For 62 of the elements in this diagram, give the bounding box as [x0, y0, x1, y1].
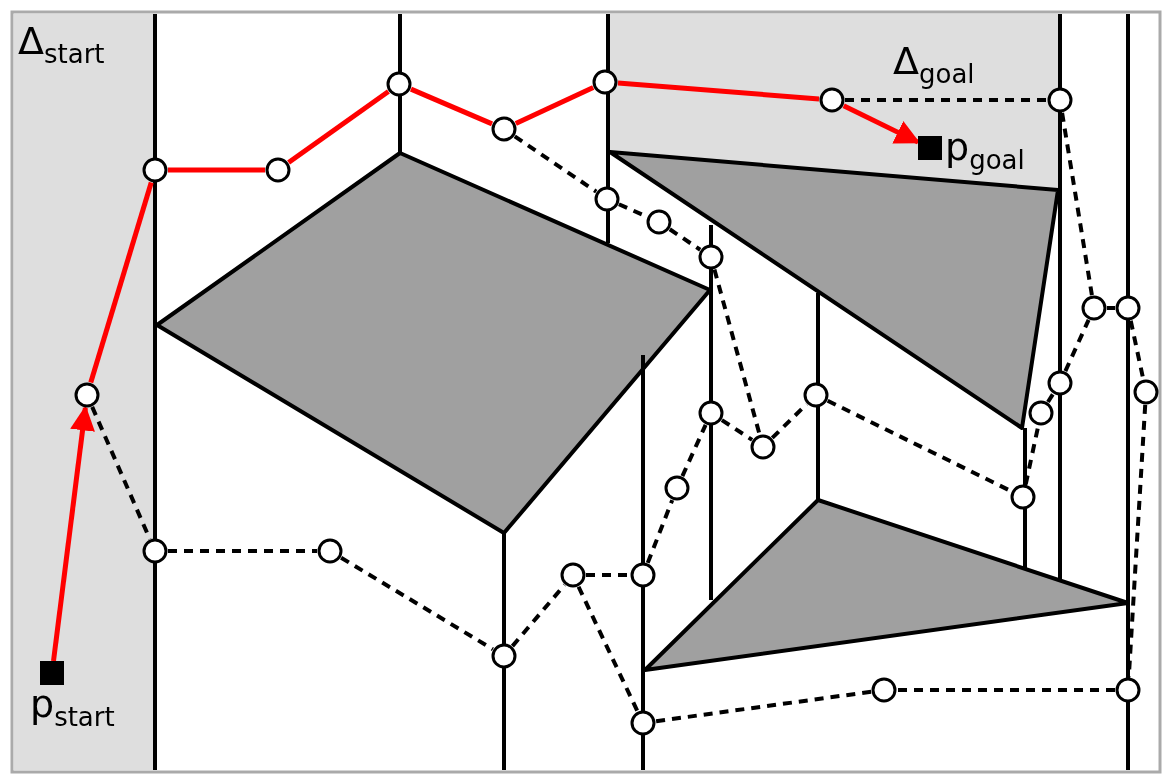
- path-segment: [680, 424, 708, 477]
- path-segment: [1063, 319, 1091, 372]
- vertex-circle: [386, 71, 412, 97]
- vertex-circle: [594, 186, 620, 212]
- path-segment: [645, 499, 675, 564]
- vertex-circle: [630, 710, 656, 736]
- vertex-circle: [664, 475, 690, 501]
- vertex-circle: [592, 69, 618, 95]
- path-segment: [90, 406, 152, 540]
- vertex-circle: [698, 400, 724, 426]
- arrow: [51, 405, 95, 662]
- vertex-circle: [871, 677, 897, 703]
- path-segment: [897, 688, 1115, 692]
- path-segment: [88, 181, 154, 384]
- vertex-circle: [1115, 677, 1141, 703]
- vertex-circle: [1133, 379, 1159, 405]
- path-segment: [409, 86, 494, 127]
- path-segment: [1060, 112, 1094, 296]
- path-segment: [712, 269, 762, 435]
- vertex-circle: [491, 643, 517, 669]
- vertex-circle: [698, 244, 724, 270]
- vertex-circle: [560, 562, 586, 588]
- path-segment: [1107, 306, 1115, 310]
- path-segment: [655, 689, 872, 724]
- vertex-circle: [630, 562, 656, 588]
- vertex-circle: [819, 87, 845, 113]
- vertex-circle: [1115, 295, 1141, 321]
- path-segment: [287, 89, 390, 165]
- vertex-circle: [750, 434, 776, 460]
- region-label: Δ$_{goal}$: [893, 42, 975, 87]
- vertex-circle: [142, 538, 168, 564]
- vertex-circle: [74, 382, 100, 408]
- vertex-circle: [646, 209, 672, 235]
- vertex-circle: [803, 382, 829, 408]
- path-segment: [340, 556, 494, 651]
- path-segment: [168, 167, 265, 173]
- path-segment: [1128, 320, 1146, 380]
- vertex-circle: [317, 538, 343, 564]
- path-segment: [510, 583, 567, 648]
- point-marker: [40, 661, 64, 685]
- vertex-circle: [142, 157, 168, 183]
- path-segment: [845, 98, 1047, 102]
- vertex-circle: [1028, 400, 1054, 426]
- vertex-circle: [1010, 484, 1036, 510]
- vertex-circle: [1047, 87, 1073, 113]
- path-segment: [617, 80, 820, 102]
- vertex-circle: [1081, 295, 1107, 321]
- vertex-circle: [265, 157, 291, 183]
- point-marker: [918, 136, 942, 160]
- path-segment: [513, 134, 598, 194]
- path-segment: [514, 85, 595, 126]
- vertex-circle: [1047, 370, 1073, 396]
- path-segment: [1046, 392, 1055, 404]
- path-segment: [576, 585, 640, 713]
- vertex-circle: [491, 116, 517, 142]
- point-label: p$_{goal}$: [945, 128, 1025, 173]
- path-segment: [720, 418, 754, 442]
- point-label: p$_{start}$: [30, 685, 115, 730]
- region-label: Δ$_{start}$: [18, 22, 105, 67]
- path-segment: [668, 227, 702, 252]
- path-segment: [586, 573, 630, 577]
- path-segment: [168, 549, 317, 553]
